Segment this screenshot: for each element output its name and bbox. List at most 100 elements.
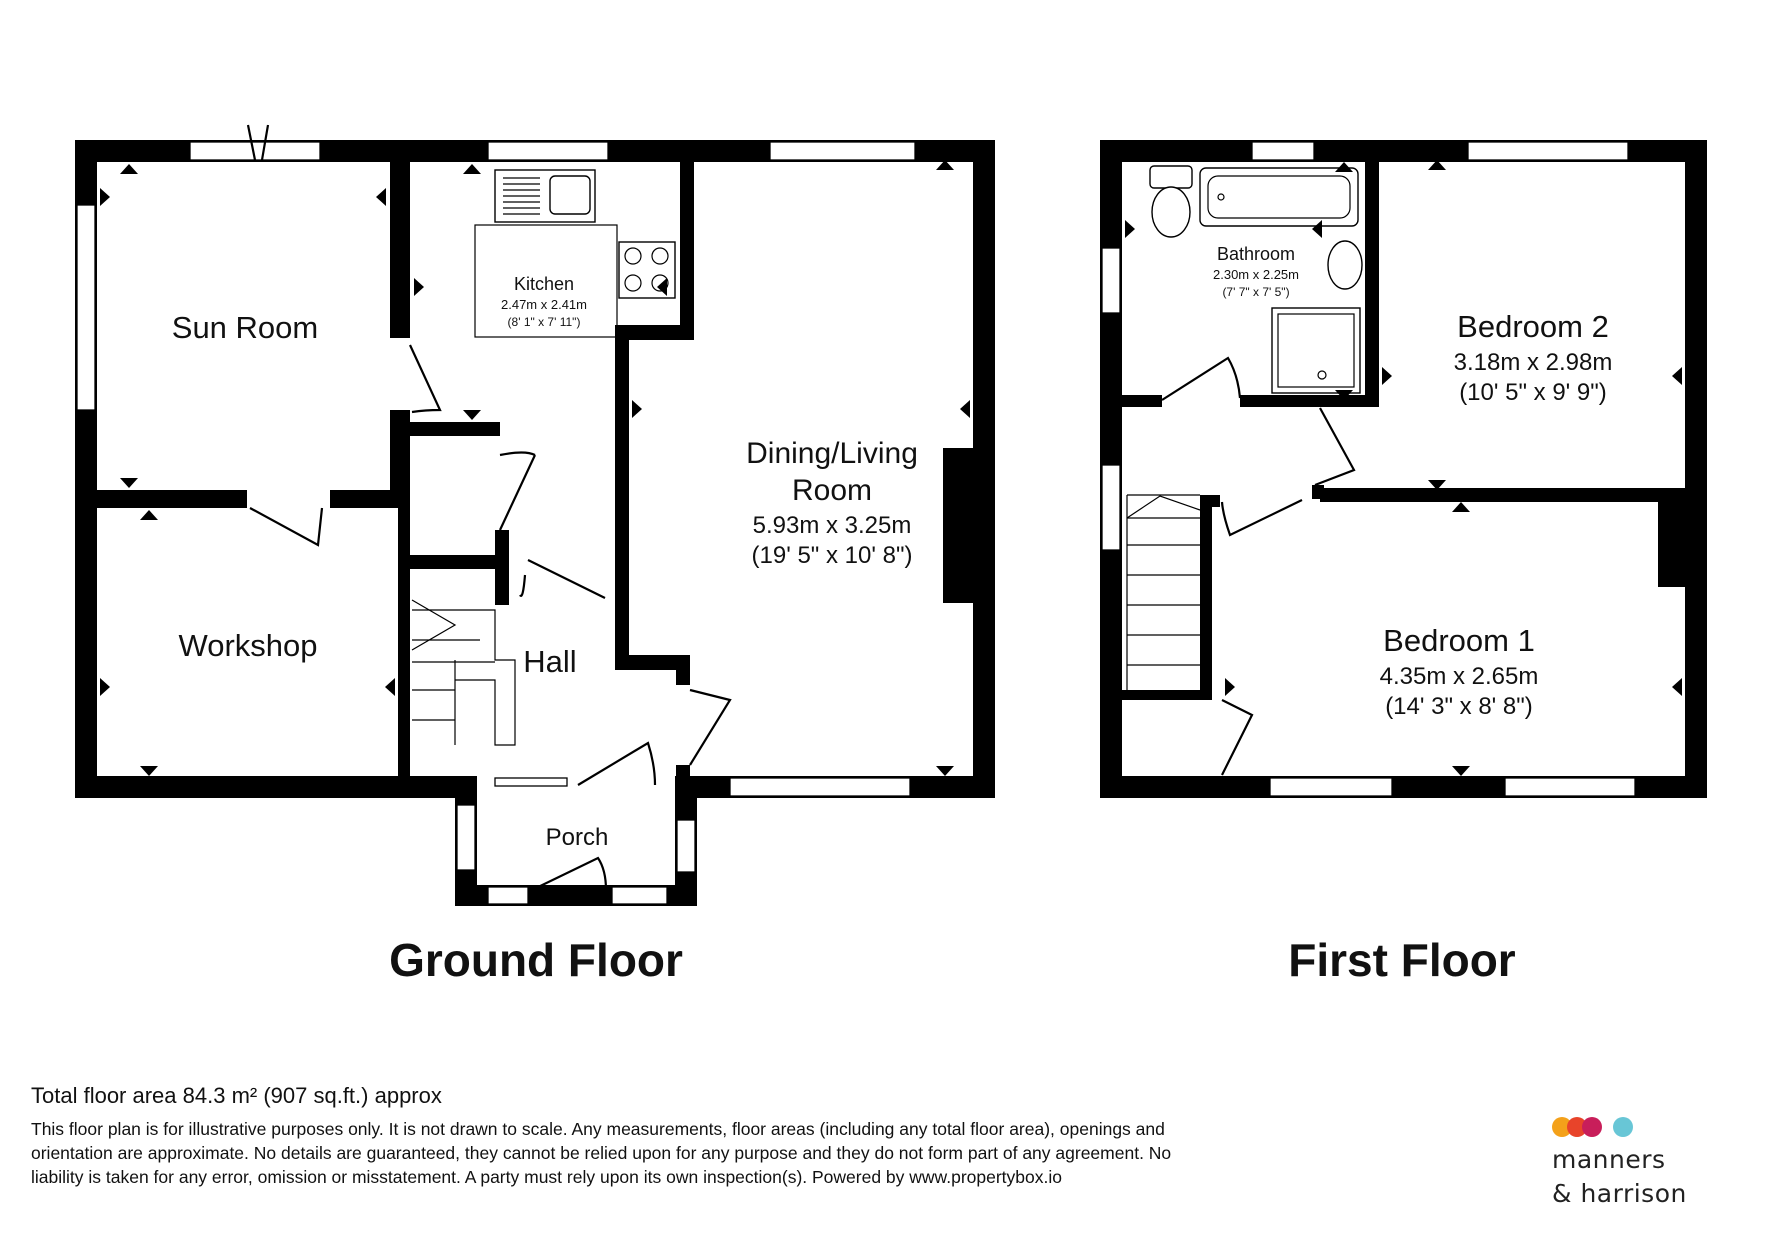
porch-front-window-right bbox=[611, 886, 668, 905]
landing-side-window-lower bbox=[1101, 464, 1121, 551]
porch-left-window bbox=[456, 804, 476, 871]
disclaimer-line: This floor plan is for illustrative purp… bbox=[31, 1119, 1165, 1139]
landing-door bbox=[1220, 499, 1303, 537]
ff-right-wall bbox=[1685, 140, 1707, 798]
bath bbox=[1199, 167, 1359, 227]
disclaimer-line: orientation are approximate. No details … bbox=[31, 1143, 1172, 1163]
first-floor-title: First Floor bbox=[1288, 934, 1516, 986]
bedroom1-label: Bedroom 1 bbox=[1383, 623, 1535, 658]
stairs-direction-arrow bbox=[411, 599, 457, 651]
kitchen-worktop bbox=[474, 224, 618, 338]
bathroom-dimensions-metric: 2.30m x 2.25m bbox=[1213, 267, 1299, 282]
hall-label: Hall bbox=[523, 644, 576, 679]
hob-ring bbox=[624, 247, 642, 265]
cupboard-bottom-wall bbox=[410, 555, 500, 569]
cupboard-top-wall bbox=[410, 422, 500, 436]
bathroom-dimensions-imperial: (7' 7" x 7' 5") bbox=[1222, 285, 1289, 299]
sun-room-label: Sun Room bbox=[172, 310, 318, 345]
bedroom1-chimney bbox=[1658, 502, 1685, 587]
hob-ring bbox=[651, 274, 669, 292]
kitchen-dimensions-imperial: (8' 1" x 7' 11") bbox=[508, 315, 581, 329]
sun-room-workshop-wall-right bbox=[330, 490, 410, 508]
sun-room-side-window bbox=[76, 204, 96, 411]
logo-text-line2: & harrison bbox=[1552, 1179, 1687, 1208]
logo-dot bbox=[1582, 1117, 1602, 1137]
footer-notes: Total floor area 84.3 m² (907 sq.ft.) ap… bbox=[31, 1083, 1451, 1189]
logo-dot bbox=[1613, 1117, 1633, 1137]
kitchen-bottom-right-wall bbox=[615, 325, 694, 340]
living-room-bottom-window bbox=[729, 777, 911, 797]
ground-floor-stairs bbox=[412, 609, 516, 746]
dining-living-label-line1: Dining/Living bbox=[746, 437, 918, 470]
first-floor-plan: Bathroom 2.30m x 2.25m (7' 7" x 7' 5") B… bbox=[1100, 140, 1707, 986]
chimney-breast bbox=[943, 448, 973, 603]
living-room-door bbox=[689, 688, 732, 766]
bathroom-bedroom2-wall bbox=[1365, 160, 1379, 405]
bedroom1-dimensions-imperial: (14' 3" x 8' 8") bbox=[1385, 693, 1533, 720]
hob-ring bbox=[651, 247, 669, 265]
landing-side-window-upper bbox=[1101, 247, 1121, 314]
bedroom1-window-left bbox=[1269, 777, 1393, 797]
bathroom-door bbox=[1161, 356, 1242, 401]
toilet-bowl bbox=[1151, 186, 1191, 238]
kitchen-right-wall bbox=[680, 160, 694, 340]
total-floor-area: Total floor area 84.3 m² (907 sq.ft.) ap… bbox=[31, 1083, 442, 1108]
workshop-door bbox=[249, 507, 324, 547]
bathroom-bottom-wall-right bbox=[1240, 395, 1379, 407]
kitchen-label: Kitchen bbox=[514, 274, 574, 294]
ff-stairs-arrow bbox=[1126, 495, 1201, 519]
sun-room-kitchen-wall-lower bbox=[390, 410, 410, 495]
ground-floor-plan: Sun Room Kitchen 2.47m x 2.41m (8' 1" x … bbox=[75, 124, 995, 986]
hall-living-step-wall-2 bbox=[676, 655, 690, 685]
porch-front-door bbox=[531, 856, 608, 891]
bedroom1-door bbox=[1221, 699, 1254, 776]
bedroom2-dimensions-metric: 3.18m x 2.98m bbox=[1454, 349, 1613, 376]
bedroom2-bedroom1-wall bbox=[1320, 488, 1707, 502]
bathroom-window bbox=[1251, 141, 1315, 161]
first-floor-stairs bbox=[1126, 494, 1200, 690]
bedroom2-door bbox=[1314, 407, 1356, 487]
workshop-hall-wall bbox=[398, 508, 410, 776]
porch-right-window bbox=[676, 819, 696, 873]
stair-bottom-wall bbox=[1122, 690, 1212, 700]
kitchen-dimensions-metric: 2.47m x 2.41m bbox=[501, 297, 587, 312]
toilet-cistern bbox=[1149, 165, 1193, 189]
porch-front-window-left bbox=[487, 886, 529, 905]
bedroom2-label: Bedroom 2 bbox=[1457, 309, 1609, 344]
porch-label: Porch bbox=[546, 824, 609, 851]
ff-measurement-arrows bbox=[1125, 160, 1682, 776]
agent-logo: manners & harrison bbox=[1552, 1115, 1752, 1207]
stair-wall-cap bbox=[1212, 495, 1220, 507]
sink-bowl bbox=[549, 175, 591, 215]
bedroom2-dimensions-imperial: (10' 5" x 9' 9") bbox=[1459, 379, 1607, 406]
bedroom1-dimensions-metric: 4.35m x 2.65m bbox=[1380, 663, 1539, 690]
sun-room-workshop-wall-left bbox=[97, 490, 247, 508]
disclaimer-line: liability is taken for any error, omissi… bbox=[31, 1167, 1062, 1187]
porch-inner-window bbox=[494, 777, 568, 787]
sun-room-door bbox=[409, 344, 442, 414]
bathroom-label: Bathroom bbox=[1217, 244, 1295, 264]
hall-living-step-wall bbox=[615, 655, 690, 670]
living-room-top-window bbox=[769, 141, 916, 161]
sun-room-kitchen-wall-upper bbox=[390, 160, 410, 338]
bath-inner bbox=[1207, 175, 1351, 219]
shower-drain bbox=[1317, 370, 1327, 380]
basin bbox=[1327, 240, 1363, 290]
hall-living-wall bbox=[615, 325, 629, 670]
porch-inner-door bbox=[577, 741, 657, 786]
hall-inner-door bbox=[519, 559, 606, 599]
bath-plug bbox=[1217, 193, 1225, 201]
cupboard-door bbox=[499, 451, 536, 531]
kitchen-window bbox=[487, 141, 609, 161]
shower-tray bbox=[1271, 307, 1361, 394]
bedroom-wall-stub bbox=[1312, 485, 1324, 499]
bedroom2-window bbox=[1467, 141, 1629, 161]
gf-bottom-wall-left bbox=[75, 776, 475, 798]
workshop-label: Workshop bbox=[179, 628, 318, 663]
shower-tray-inner bbox=[1277, 313, 1355, 388]
logo-text-line1: manners bbox=[1552, 1145, 1666, 1174]
dining-living-dimensions-metric: 5.93m x 3.25m bbox=[753, 512, 912, 539]
sink-drainer-lines bbox=[503, 177, 540, 215]
bathroom-bottom-wall-left bbox=[1122, 395, 1162, 407]
